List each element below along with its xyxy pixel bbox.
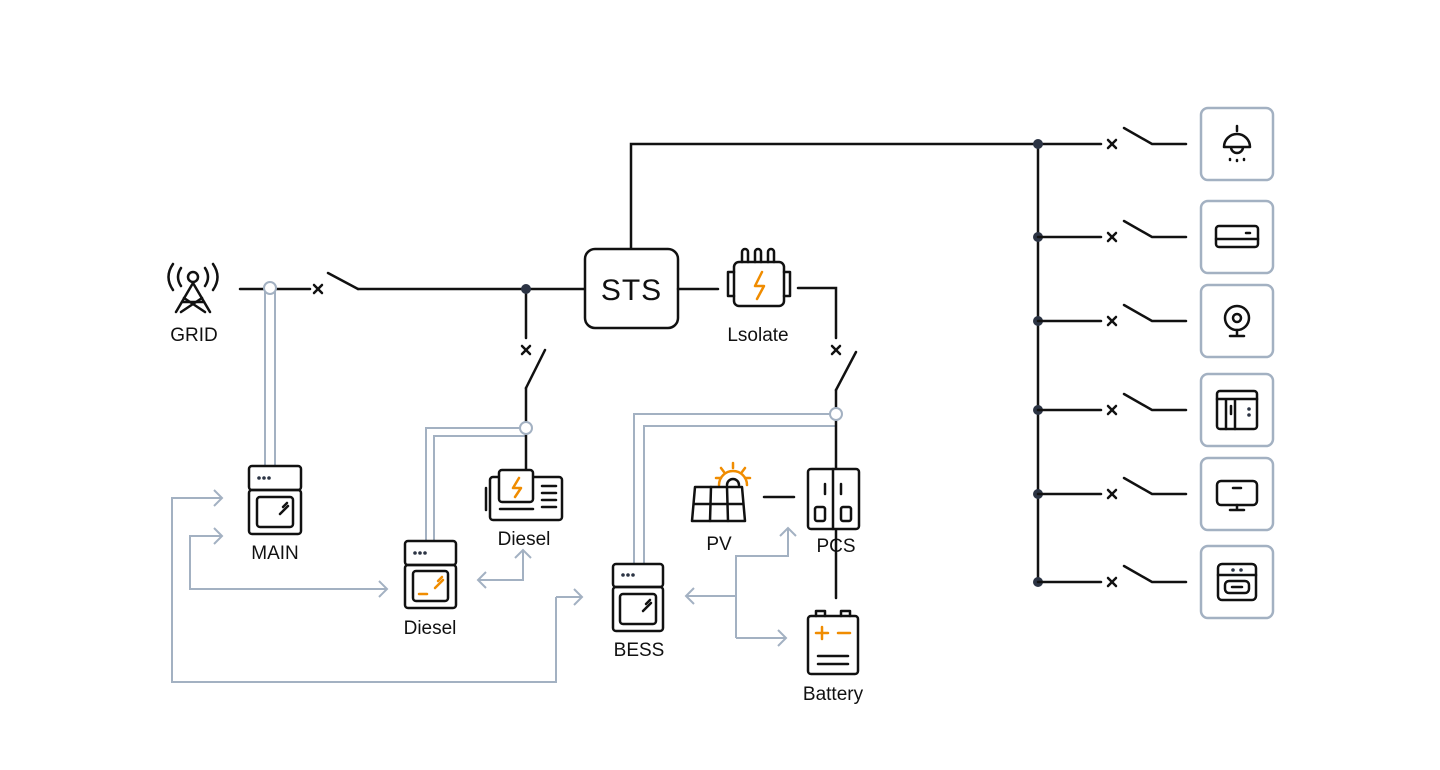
load-branch[interactable]	[1033, 283, 1275, 359]
diesel-controller-label: Diesel	[404, 618, 457, 639]
solar-panel-icon	[690, 461, 752, 523]
pcs-cabinet-icon	[806, 467, 861, 531]
sts-label: STS	[601, 274, 662, 307]
battery-icon	[806, 609, 860, 676]
sts-switch[interactable]: STS	[583, 247, 680, 330]
sensor-node-pcs[interactable]	[829, 407, 843, 421]
grid-label: GRID	[170, 325, 218, 346]
diesel-generator-label: Diesel	[498, 529, 551, 550]
ceiling-lamp-icon	[1222, 124, 1252, 163]
load-box[interactable]	[1199, 106, 1275, 182]
isolate-label: Lsolate	[727, 325, 788, 346]
load-box[interactable]	[1199, 199, 1275, 275]
breaker-marks	[312, 283, 842, 356]
main-controller[interactable]: MAIN	[247, 464, 303, 564]
webcam-icon	[1223, 304, 1251, 338]
breaker-diesel	[520, 344, 532, 356]
power-lines	[238, 142, 1103, 600]
load-branch[interactable]	[1033, 456, 1275, 532]
pv-panel[interactable]: PV	[690, 461, 752, 555]
breaker-switch[interactable]	[1122, 219, 1188, 239]
sensor-node-grid[interactable]	[263, 281, 277, 295]
monitor-icon	[1215, 479, 1259, 512]
isolate-device[interactable]: Lsolate	[726, 247, 792, 346]
breaker-switch[interactable]	[1122, 564, 1188, 584]
load-branches	[1033, 106, 1275, 620]
breaker-switch[interactable]	[1122, 476, 1188, 496]
control-lines	[171, 288, 836, 683]
generator-icon	[484, 468, 564, 522]
oven-icon	[1216, 562, 1258, 602]
bus-junction-dot	[1033, 139, 1043, 149]
controller-icon	[403, 539, 458, 610]
battery-label: Battery	[803, 684, 864, 705]
breaker-mark	[1106, 488, 1118, 500]
air-conditioner-icon	[1214, 224, 1260, 249]
grid-tower[interactable]: GRID	[167, 262, 219, 346]
isolator-chip-icon	[726, 247, 792, 308]
bess-controller[interactable]: BESS	[611, 562, 665, 661]
bess-label: BESS	[614, 640, 665, 661]
diesel-controller[interactable]: Diesel	[403, 539, 458, 639]
pv-label: PV	[706, 534, 732, 555]
breaker-mark	[1106, 315, 1118, 327]
load-branch[interactable]	[1033, 544, 1275, 620]
diesel-generator[interactable]: Diesel	[484, 468, 564, 550]
load-box[interactable]	[1199, 456, 1275, 532]
pcs-converter[interactable]: PCS	[806, 467, 861, 557]
transmission-tower-icon	[167, 262, 219, 314]
load-box[interactable]	[1199, 372, 1275, 448]
breaker-switch[interactable]	[1122, 392, 1188, 412]
controller-icon	[611, 562, 665, 633]
breaker-switch[interactable]	[1122, 303, 1188, 323]
breaker-mark	[1106, 231, 1118, 243]
junction-dot	[521, 284, 531, 294]
refrigerator-icon	[1215, 389, 1259, 431]
load-branch[interactable]	[1033, 106, 1275, 182]
breaker-switch[interactable]	[1122, 126, 1188, 146]
breaker-pcs	[830, 344, 842, 356]
main-label: MAIN	[251, 543, 299, 564]
breaker-mark	[1106, 138, 1118, 150]
load-branch[interactable]	[1033, 372, 1275, 448]
battery[interactable]: Battery	[803, 609, 864, 705]
sensor-node-diesel[interactable]	[519, 421, 533, 435]
pcs-label: PCS	[816, 536, 855, 557]
breaker-mark	[1106, 404, 1118, 416]
breaker-mark	[1106, 576, 1118, 588]
load-branch[interactable]	[1033, 199, 1275, 275]
breaker-grid	[312, 283, 324, 295]
controller-icon	[247, 464, 303, 536]
